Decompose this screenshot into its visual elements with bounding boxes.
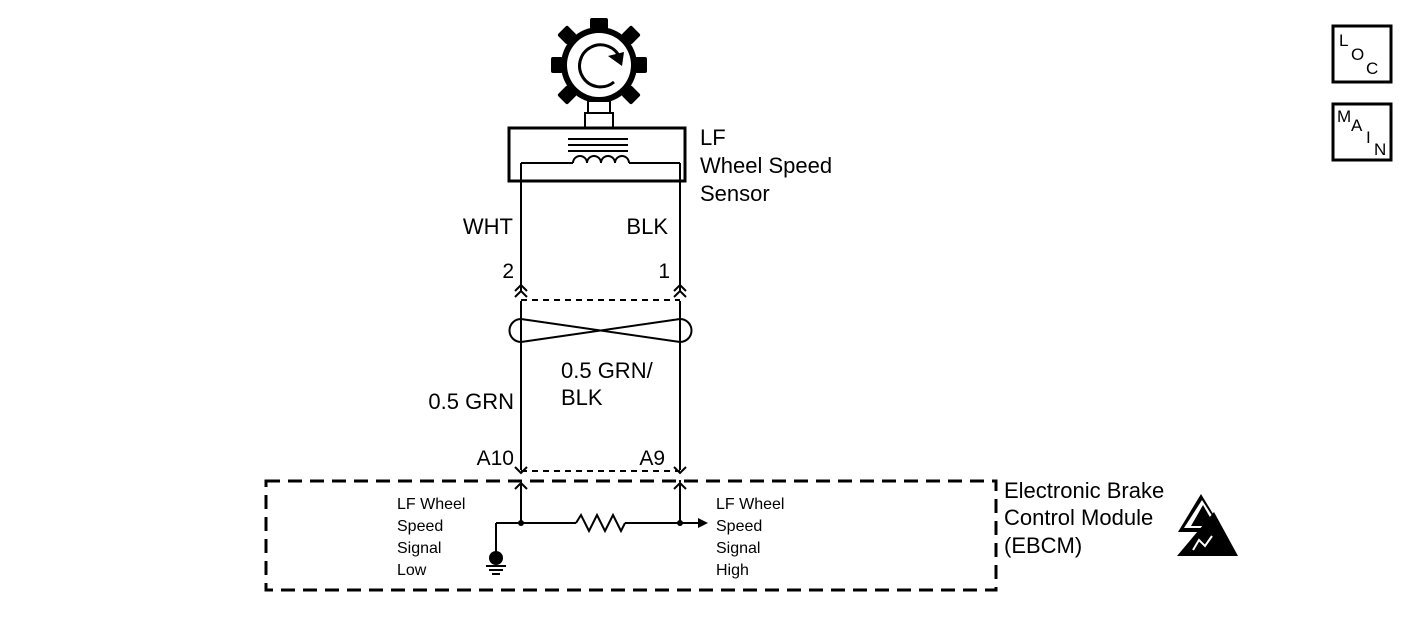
- sensor-name-line1: LF: [700, 125, 726, 150]
- loc-letter-c: C: [1366, 59, 1378, 78]
- main-button[interactable]: M A I N: [1331, 102, 1393, 162]
- wire-color-blk-label: BLK: [626, 214, 668, 239]
- ebcm-name-line3: (EBCM): [1004, 533, 1082, 558]
- lower-connector: [514, 466, 687, 490]
- signal-high-line1: LF Wheel: [716, 496, 784, 513]
- resistor-icon: [575, 512, 626, 534]
- wire-color-grn-blk-line2: BLK: [561, 385, 603, 410]
- signal-low-line1: LF Wheel: [397, 496, 465, 513]
- twisted-pair-symbol: [508, 318, 693, 343]
- ground-icon: [486, 551, 506, 575]
- loc-letter-l: L: [1339, 31, 1348, 50]
- wire-color-grn-blk-line1: 0.5 GRN/: [561, 358, 654, 383]
- pin-a9-label: A9: [639, 447, 665, 470]
- sensor-name-line2: Wheel Speed: [700, 153, 832, 178]
- wire-color-grn: 0.5 GRN: [428, 389, 514, 414]
- ebcm-module-box: [264, 479, 998, 592]
- loc-letter-o: O: [1351, 45, 1364, 64]
- pin-2-label: 2: [502, 260, 514, 283]
- ebcm-internal-circuit: [486, 512, 708, 575]
- signal-high-line2: Speed: [716, 518, 762, 535]
- main-letter-m: M: [1337, 107, 1351, 126]
- upper-connector: [514, 283, 687, 301]
- signal-low-line4: Low: [397, 562, 427, 579]
- sensor-name-line3: Sensor: [700, 181, 770, 206]
- signal-high-line4: High: [716, 562, 749, 579]
- pin-a10-label: A10: [477, 447, 514, 470]
- coil-icon: [521, 138, 680, 164]
- wires: [520, 163, 681, 523]
- main-letter-n: N: [1374, 140, 1386, 159]
- tone-wheel-icon: [551, 18, 647, 129]
- loc-button[interactable]: L O C: [1331, 24, 1393, 84]
- main-letter-a: A: [1351, 116, 1363, 135]
- signal-low-line3: Signal: [397, 540, 441, 557]
- wheel-speed-sensor-body: [507, 126, 687, 183]
- wire-color-wht: WHT: [463, 214, 513, 239]
- main-letter-i: I: [1366, 128, 1371, 147]
- pin-1-label: 1: [658, 260, 670, 283]
- ebcm-name-line2: Control Module: [1004, 505, 1153, 530]
- signal-high-line3: Signal: [716, 540, 760, 557]
- esd-warning-icon: [1177, 494, 1238, 556]
- signal-low-line2: Speed: [397, 518, 443, 535]
- ebcm-name-line1: Electronic Brake: [1004, 478, 1164, 503]
